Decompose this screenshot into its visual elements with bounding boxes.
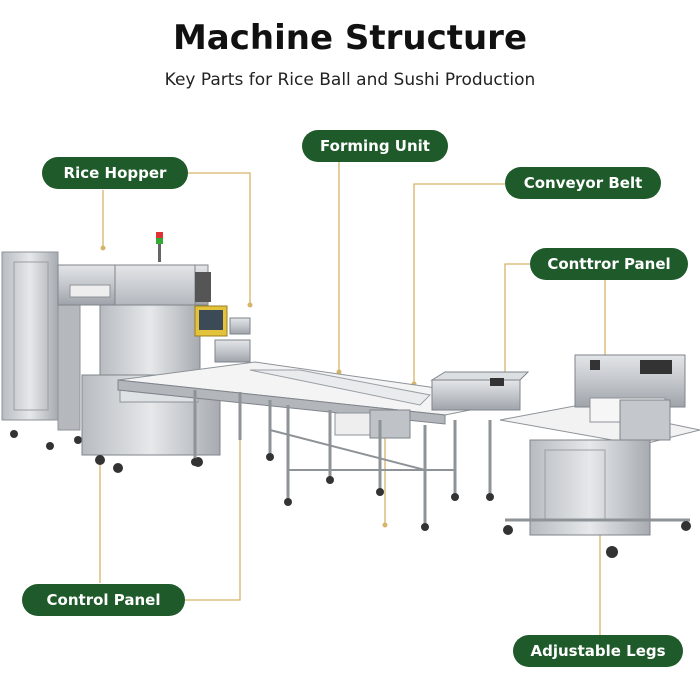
left-touch-panel — [194, 305, 251, 363]
leader-control-panel-left — [185, 375, 241, 601]
label-adjustable-legs: Adjustable Legs — [513, 635, 683, 667]
page-title: Machine Structure — [172, 18, 528, 58]
leader-control-panel-right — [504, 263, 530, 384]
label-conveyor-belt: Conveyor Belt — [505, 167, 661, 199]
right-machine — [499, 354, 700, 558]
label-forming-unit: Forming Unit — [302, 130, 448, 162]
leader-conveyor-belt — [413, 183, 505, 384]
leader-rice-hopper-right — [188, 172, 251, 305]
label-rice-hopper: Rice Hopper — [42, 157, 188, 189]
forming-box — [430, 371, 530, 411]
leg-feet — [191, 453, 494, 531]
conveyor-table — [117, 361, 521, 439]
label-control-panel-right: Conttror Panel — [530, 248, 688, 280]
page-subtitle: Key Parts for Rice Ball and Sushi Produc… — [164, 70, 536, 90]
label-control-panel-left: Control Panel — [22, 584, 185, 616]
table-legs — [193, 390, 492, 525]
